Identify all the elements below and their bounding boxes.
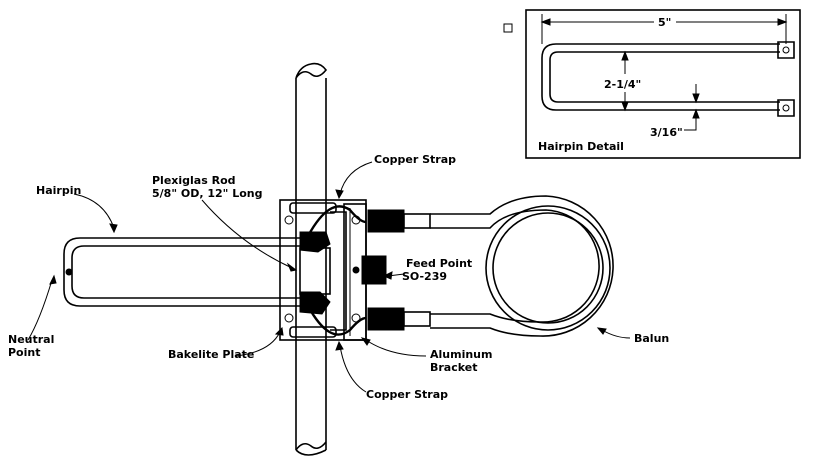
copper-strap-bottom-label: Copper Strap bbox=[366, 388, 448, 401]
hairpin-label: Hairpin bbox=[36, 184, 81, 197]
inset-title: Hairpin Detail bbox=[538, 140, 624, 153]
mast-pipe bbox=[295, 62, 328, 456]
balun-loop bbox=[430, 195, 614, 337]
coax-connector bbox=[367, 209, 431, 331]
plexiglas-rod-label: Plexiglas Rod bbox=[152, 174, 236, 187]
feed-point-connector-label: SO-239 bbox=[402, 270, 447, 283]
aluminum-bracket-label-2: Bracket bbox=[430, 361, 478, 374]
inset-marker bbox=[503, 23, 513, 33]
plexiglas-rod bbox=[299, 247, 331, 295]
inset-frame bbox=[525, 9, 801, 159]
hairpin bbox=[63, 231, 331, 315]
neutral-point-label-2: Point bbox=[8, 346, 40, 359]
copper-strap-top-label: Copper Strap bbox=[374, 153, 456, 166]
aluminum-bracket-label: Aluminum bbox=[430, 348, 492, 361]
dim-length-label: 5" bbox=[658, 16, 671, 29]
so239-connector bbox=[352, 255, 387, 285]
dim-diameter-label: 3/16" bbox=[650, 126, 683, 139]
hairpin-detail-inset: 5" 2-1/4" 3/16" Hairpin Detail bbox=[503, 9, 801, 159]
neutral-point-label: Neutral bbox=[8, 333, 54, 346]
dim-spacing-label: 2-1/4" bbox=[604, 78, 641, 91]
feed-point-label: Feed Point bbox=[406, 257, 472, 270]
copper-strap bbox=[306, 205, 367, 336]
bakelite-plate-label: Bakelite Plate bbox=[168, 348, 254, 361]
balun-label: Balun bbox=[634, 332, 669, 345]
leader-lines bbox=[27, 161, 631, 393]
plexiglas-rod-size-label: 5/8" OD, 12" Long bbox=[152, 187, 263, 200]
